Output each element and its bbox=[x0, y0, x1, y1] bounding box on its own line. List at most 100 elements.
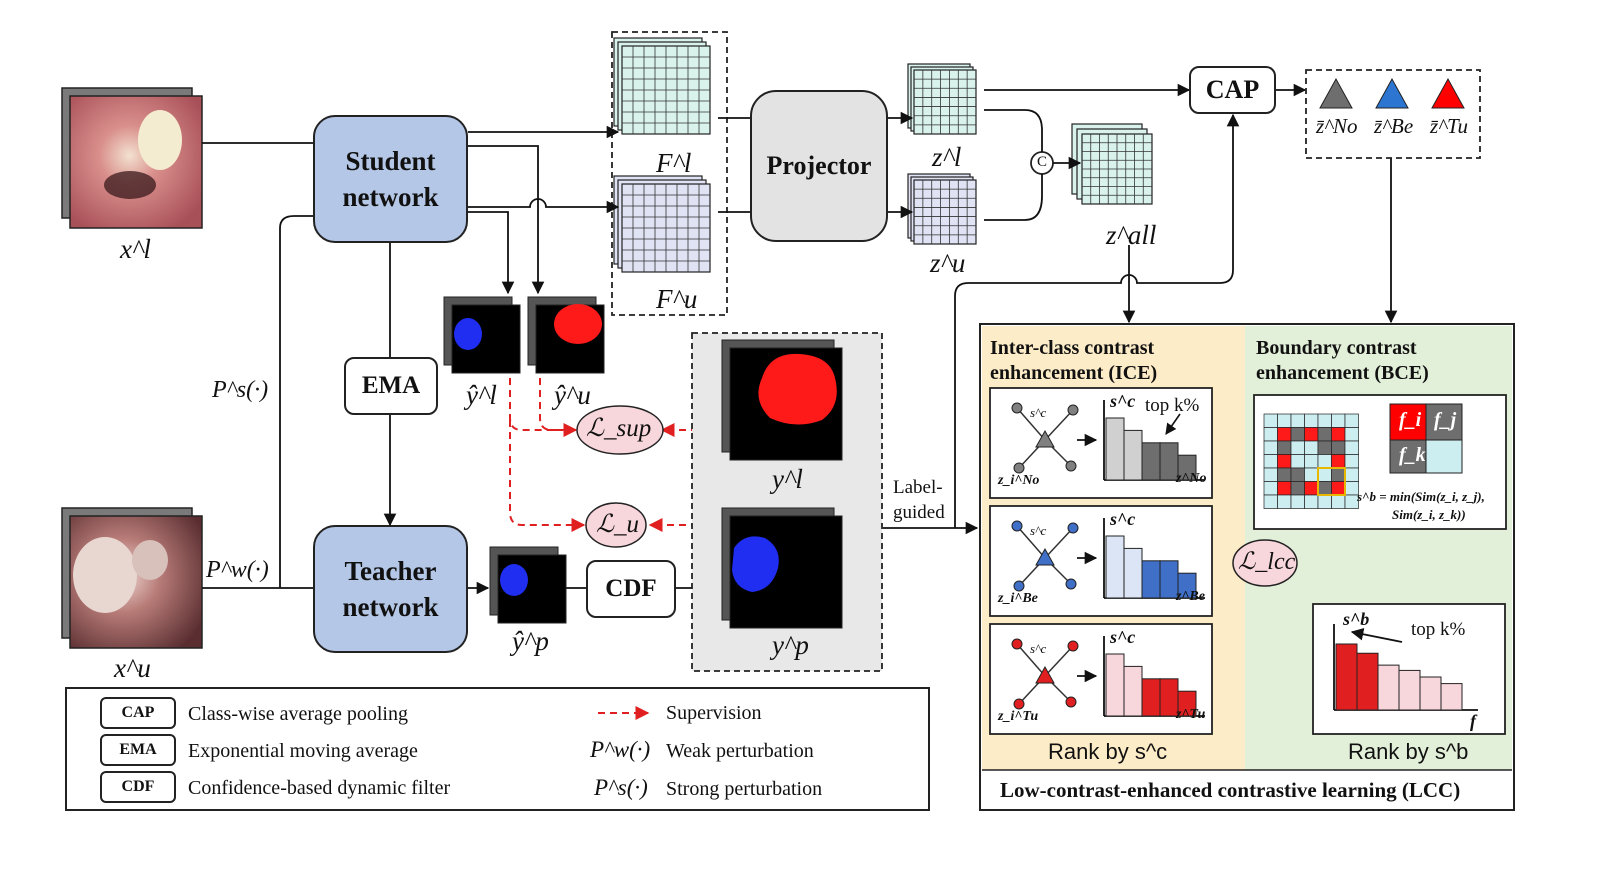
bce-grid-cell bbox=[1277, 481, 1292, 496]
ice-bar bbox=[1123, 429, 1143, 481]
ice-bar bbox=[1141, 678, 1161, 717]
bce-grid-cell bbox=[1263, 454, 1278, 469]
bce-grid-cell bbox=[1344, 454, 1359, 469]
bce-grid-cell bbox=[1277, 454, 1292, 469]
bce-grid-cell bbox=[1263, 427, 1278, 442]
loss-sup-ellipse bbox=[576, 405, 664, 455]
ice-row-tu bbox=[989, 623, 1213, 735]
ice-sc-node-label: s^c bbox=[1030, 641, 1047, 656]
bce-grid-cell bbox=[1263, 494, 1278, 509]
bce-grid-cell bbox=[1331, 454, 1346, 469]
bce-f-axis-label: f bbox=[1470, 711, 1476, 731]
Fl-label: F^l bbox=[656, 148, 692, 178]
ice-prototype bbox=[1035, 547, 1055, 566]
proto-be-label: z̄^Be bbox=[1374, 114, 1414, 138]
label-guided-line2: guided bbox=[893, 502, 945, 523]
bce-grid-cell bbox=[1344, 440, 1359, 455]
bce-grid-cell bbox=[1277, 427, 1292, 442]
yhat-u-label: ŷ^u bbox=[554, 380, 591, 410]
legend-panel bbox=[65, 687, 930, 811]
ice-row-be bbox=[989, 505, 1213, 617]
label-mask-yp bbox=[721, 507, 843, 629]
rank-sc-label: Rank by s^c bbox=[1048, 739, 1168, 764]
bce-grid-cell bbox=[1317, 494, 1332, 509]
xl-label: x^l bbox=[120, 234, 151, 264]
ice-z-axis-label: z^No bbox=[1176, 471, 1207, 486]
bce-grid-cell bbox=[1290, 454, 1305, 469]
loss-lcc-ellipse bbox=[1232, 539, 1298, 587]
bce-grid-cell bbox=[1344, 413, 1359, 428]
bce-grid-cell bbox=[1304, 494, 1319, 509]
bce-grid-cell bbox=[1344, 494, 1359, 509]
feature-group-border bbox=[611, 31, 728, 316]
ice-node bbox=[1013, 580, 1025, 592]
ice-bar bbox=[1105, 417, 1125, 481]
ice-bar bbox=[1105, 653, 1125, 717]
bce-grid-cell bbox=[1277, 440, 1292, 455]
pred-mask-yp bbox=[489, 546, 567, 624]
ice-header-2: enhancement (ICE) bbox=[990, 362, 1158, 384]
student-network-box: Student network bbox=[313, 115, 468, 243]
ice-node bbox=[1013, 698, 1025, 710]
lcc-title: Low-contrast-enhanced contrastive learni… bbox=[1000, 778, 1461, 802]
bce-bar-panel bbox=[1312, 603, 1506, 735]
pred-mask-yl bbox=[443, 296, 521, 374]
embedding-zu bbox=[907, 173, 977, 245]
ice-row-no bbox=[989, 387, 1213, 499]
input-image-xu bbox=[61, 507, 203, 649]
bce-grid-cell bbox=[1304, 413, 1319, 428]
bce-bar bbox=[1398, 669, 1421, 711]
bce-grid-cell bbox=[1290, 413, 1305, 428]
strong-perturb-label: P^s(·) bbox=[212, 377, 269, 403]
ice-node bbox=[1011, 520, 1023, 532]
bce-grid-cell bbox=[1290, 427, 1305, 442]
ice-zi-label: z_i^Tu bbox=[998, 709, 1039, 724]
bce-grid-cell bbox=[1331, 494, 1346, 509]
connectors bbox=[202, 83, 1398, 604]
embedding-zl bbox=[907, 63, 977, 135]
yhat-l-label: ŷ^l bbox=[466, 380, 497, 410]
bce-grid-cell bbox=[1277, 494, 1292, 509]
fi-label: f_i bbox=[1399, 409, 1422, 431]
legend-text-strong: Strong perturbation bbox=[666, 778, 823, 800]
ice-node bbox=[1065, 460, 1077, 472]
yp-label: y^p bbox=[772, 630, 809, 660]
proto-no-label: z̄^No bbox=[1316, 114, 1358, 138]
ice-sc-axis-label: s^c bbox=[1110, 391, 1136, 411]
bce-grid-cell bbox=[1290, 494, 1305, 509]
ice-bar bbox=[1141, 442, 1161, 481]
bce-grid-cell bbox=[1331, 481, 1346, 496]
bce-grid-cell bbox=[1277, 467, 1292, 482]
prototype-be-triangle bbox=[1375, 77, 1409, 109]
ice-node bbox=[1065, 696, 1077, 708]
bce-feature-zoom bbox=[1389, 403, 1463, 474]
bce-bar bbox=[1356, 652, 1379, 711]
bce-grid-cell bbox=[1344, 467, 1359, 482]
fk-label: f_k bbox=[1399, 444, 1426, 466]
bce-grid-cell bbox=[1277, 413, 1292, 428]
bce-zoom-window bbox=[1317, 467, 1346, 496]
legend-symbol-weak: P^w(·) bbox=[590, 737, 651, 762]
ice-zi-label: z_i^No bbox=[998, 473, 1040, 488]
bce-header-1: Boundary contrast bbox=[1256, 337, 1417, 359]
ice-bar bbox=[1105, 535, 1125, 599]
bce-grid-cell bbox=[1304, 440, 1319, 455]
projector-box: Projector bbox=[750, 90, 888, 242]
bce-bar bbox=[1377, 664, 1400, 711]
cdf-label: CDF bbox=[605, 575, 657, 602]
legend-text-ema: Exponential moving average bbox=[188, 740, 418, 762]
legend-key-cdf: CDF bbox=[100, 771, 176, 803]
ice-sc-node-label: s^c bbox=[1030, 405, 1047, 420]
bce-sb-axis-label: s^b bbox=[1343, 609, 1370, 629]
legend-key-cap: CAP bbox=[100, 697, 176, 729]
legend-text-cdf: Confidence-based dynamic filter bbox=[188, 777, 451, 799]
ice-sc-axis-label: s^c bbox=[1110, 509, 1136, 529]
bce-bar-chart bbox=[1333, 624, 1478, 711]
bce-grid-cell bbox=[1263, 440, 1278, 455]
xu-label: x^u bbox=[114, 653, 151, 683]
teacher-network-label: Teacher network bbox=[342, 555, 439, 622]
bce-grid-cell bbox=[1304, 467, 1319, 482]
ice-node bbox=[1013, 462, 1025, 474]
legend-key-ema: EMA bbox=[100, 734, 176, 766]
ice-topk-label: top k% bbox=[1145, 395, 1200, 416]
